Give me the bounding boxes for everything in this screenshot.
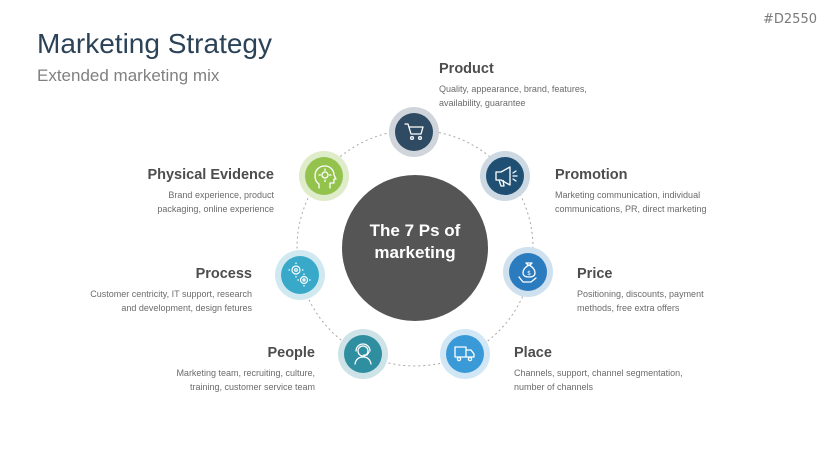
physical-evidence-desc-line2: packaging, online experience (157, 203, 274, 214)
node-product (389, 107, 439, 157)
price-desc-line2: methods, free extra offers (577, 302, 680, 313)
label-product: Product Quality, appearance, brand, feat… (439, 61, 587, 110)
support-agent-icon (354, 343, 372, 365)
gears-icon (288, 262, 311, 287)
process-desc-line2: and development, design fetures (121, 302, 252, 313)
center-circle (342, 175, 488, 321)
place-desc-line1: Channels, support, channel segmentation, (514, 368, 683, 378)
svg-text:$: $ (527, 270, 531, 277)
label-promotion: Promotion Marketing communication, indiv… (555, 167, 707, 216)
people-heading: People (267, 345, 315, 361)
center-title-line1: The 7 Ps of (369, 221, 461, 240)
people-desc-line1: Marketing team, recruiting, culture, (176, 368, 315, 378)
shopping-cart-icon (404, 123, 424, 141)
megaphone-icon (495, 166, 518, 187)
promotion-desc-line1: Marketing communication, individual (555, 190, 701, 200)
node-place (440, 329, 490, 379)
promotion-heading: Promotion (555, 167, 628, 183)
physical-evidence-desc-line1: Brand experience, product (168, 190, 274, 200)
physical-evidence-heading: Physical Evidence (147, 167, 274, 183)
product-desc-line1: Quality, appearance, brand, features, (439, 84, 587, 94)
page-subtitle: Extended marketing mix (37, 66, 220, 85)
process-heading: Process (195, 266, 252, 282)
process-desc-line1: Customer centricity, IT support, researc… (90, 289, 252, 299)
node-people (338, 329, 388, 379)
label-place: Place Channels, support, channel segment… (514, 345, 683, 394)
price-heading: Price (577, 266, 613, 282)
node-price: $ (503, 247, 553, 297)
slide-id: #D2550 (763, 12, 817, 27)
delivery-truck-icon (454, 346, 475, 362)
label-people: People Marketing team, recruiting, cultu… (176, 345, 315, 394)
people-desc-line2: training, customer service team (189, 381, 315, 392)
node-physical-evidence (299, 151, 349, 201)
label-process: Process Customer centricity, IT support,… (90, 266, 252, 315)
money-bag-hand-icon (518, 262, 537, 283)
node-process (275, 250, 325, 300)
product-heading: Product (439, 61, 494, 77)
head-idea-icon (314, 165, 337, 189)
page-title: Marketing Strategy (37, 28, 272, 59)
product-desc-line2: availability, guarantee (439, 97, 526, 108)
center-title: The 7 Ps of marketing (342, 220, 488, 264)
center-title-line2: marketing (374, 243, 456, 262)
promotion-desc-line2: communications, PR, direct marketing (555, 203, 707, 214)
place-desc-line2: number of channels (514, 381, 594, 392)
label-physical-evidence: Physical Evidence Brand experience, prod… (147, 167, 274, 216)
place-heading: Place (514, 345, 552, 361)
label-price: Price Positioning, discounts, payment me… (577, 266, 704, 315)
node-promotion (480, 151, 530, 201)
price-desc-line1: Positioning, discounts, payment (577, 289, 704, 299)
